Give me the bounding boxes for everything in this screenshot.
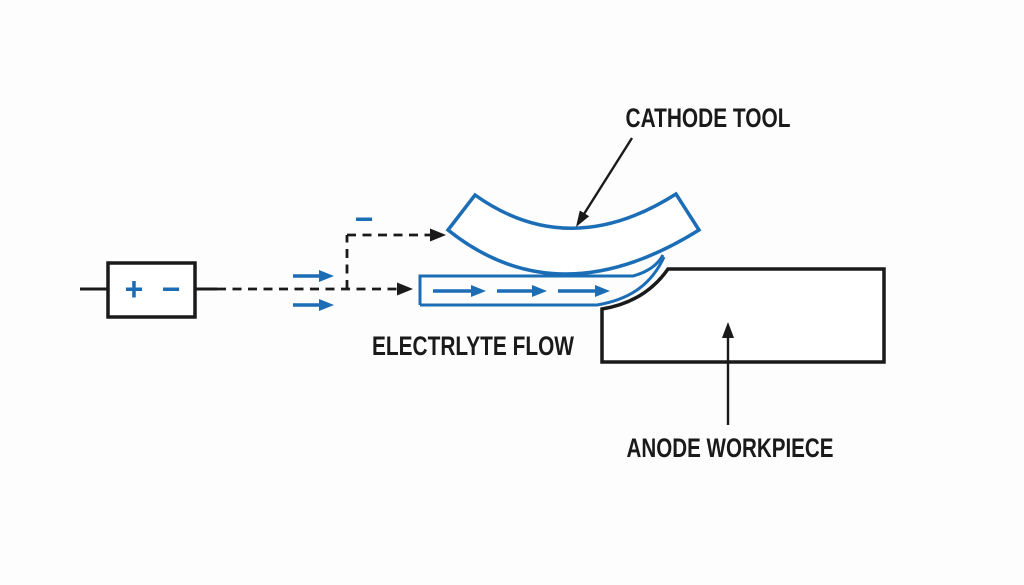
flow-arrow-upper-head-icon	[319, 270, 334, 282]
channel-arrow-3-head-icon	[595, 285, 610, 297]
channel-top-outline	[418, 254, 665, 305]
wire-arrowhead-to-channel-icon	[397, 282, 413, 296]
anode-workpiece-label: ANODE WORKPIECE	[627, 433, 834, 463]
cathode-tool-shape	[445, 191, 702, 276]
channel-bottom-outline	[420, 256, 666, 307]
anode-leader-arrowhead-icon	[722, 322, 734, 338]
cathode-leader-arrowhead-icon	[576, 210, 590, 227]
channel-arrow-1-head-icon	[471, 285, 486, 297]
wire-arrowhead-to-tool-icon	[430, 228, 446, 242]
flow-arrow-lower-head-icon	[319, 299, 334, 311]
channel-arrow-2-head-icon	[532, 285, 547, 297]
negative-branch-symbol: −	[355, 201, 374, 237]
supply-flow-arrows	[293, 270, 334, 311]
electrolyte-channel	[418, 254, 666, 307]
cathode-tool-label: CATHODE TOOL	[626, 103, 791, 133]
anode-workpiece-shape	[600, 267, 886, 364]
electrolyte-flow-label: ELECTRLYTE FLOW	[372, 331, 574, 361]
minus-terminal-symbol: −	[162, 271, 181, 307]
cathode-leader-line	[582, 137, 634, 215]
plus-terminal-symbol: +	[125, 271, 144, 307]
power-source-box	[106, 261, 197, 319]
